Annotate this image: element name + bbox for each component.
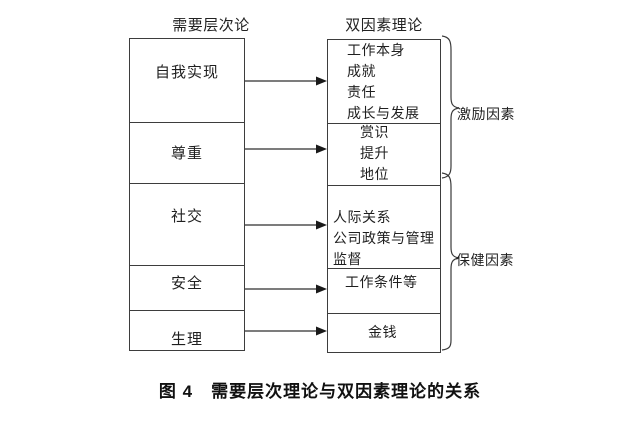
level-self-actualization: 自我实现 — [154, 64, 219, 81]
group-hygiene-bottom: 金钱 — [368, 322, 397, 343]
right-divider-2 — [327, 185, 441, 186]
left-divider-2 — [129, 183, 245, 184]
hygiene-factors-label: 保健因素 — [456, 252, 514, 268]
factor-achievement: 成就 — [347, 63, 376, 79]
left-divider-1 — [129, 122, 245, 123]
factor-responsibility: 责任 — [347, 84, 376, 100]
factor-growth: 成长与发展 — [347, 105, 420, 121]
factor-recognition: 赏识 — [360, 124, 389, 140]
arrow-esteem-to-motivators — [245, 144, 327, 154]
needs-hierarchy-box — [129, 38, 245, 351]
factor-work-conditions: 工作条件等 — [345, 274, 418, 290]
arrow-safety-to-hygiene — [245, 284, 327, 294]
factor-interpersonal: 人际关系 — [333, 209, 391, 225]
level-physiological: 生理 — [170, 331, 203, 348]
factor-supervision: 监督 — [333, 251, 362, 267]
figure-caption: 图 4 需要层次理论与双因素理论的关系 — [158, 382, 482, 401]
group-hygiene-middle: 工作条件等 — [345, 272, 418, 293]
right-divider-3 — [327, 268, 441, 269]
arrow-physiological-to-hygiene — [245, 326, 327, 336]
group-motivator-bottom: 赏识 提升 地位 — [360, 122, 389, 185]
arrow-social-to-hygiene — [245, 220, 327, 230]
factor-promotion: 提升 — [360, 145, 389, 161]
two-factor-box — [327, 39, 441, 353]
group-motivator-top: 工作本身 成就 责任 成长与发展 — [347, 40, 420, 124]
level-esteem: 尊重 — [170, 145, 203, 162]
right-column-header: 双因素理论 — [345, 17, 423, 34]
factor-policy-management: 公司政策与管理 — [333, 230, 435, 246]
group-hygiene-top: 人际关系 公司政策与管理 监督 — [333, 207, 435, 270]
left-divider-4 — [129, 310, 245, 311]
level-social: 社交 — [170, 208, 203, 225]
level-safety: 安全 — [170, 275, 203, 292]
motivation-factors-label: 激励因素 — [457, 106, 515, 122]
left-divider-3 — [129, 265, 245, 266]
right-divider-4 — [327, 313, 441, 314]
factor-work-itself: 工作本身 — [347, 42, 405, 58]
arrow-self-actualization-to-motivators — [245, 76, 327, 86]
right-divider-1 — [327, 123, 441, 124]
factor-status: 地位 — [360, 166, 389, 182]
factor-money: 金钱 — [368, 324, 397, 340]
left-column-header: 需要层次论 — [172, 17, 250, 34]
